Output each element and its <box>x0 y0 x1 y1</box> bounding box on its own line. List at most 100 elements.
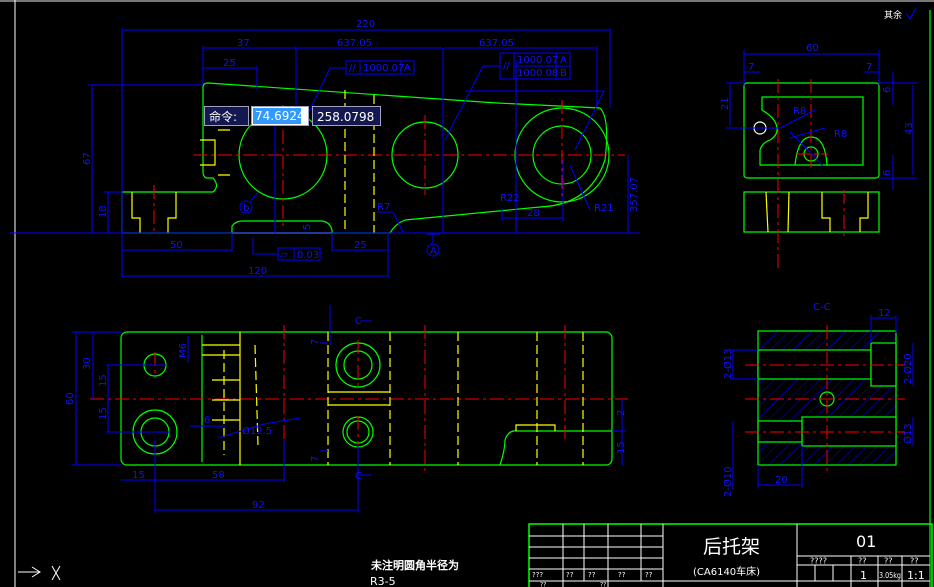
dimension-label: 30 <box>82 357 93 370</box>
dimension-label: ⏥ <box>280 250 288 261</box>
drawing-line <box>328 391 556 431</box>
quantity: 1 <box>860 569 867 582</box>
drawing-line <box>263 417 301 425</box>
datum-a-symbol: A <box>426 233 440 257</box>
dimension-label: 7 <box>310 339 321 345</box>
dimension-label: A <box>430 246 437 257</box>
dimension-label: // <box>349 63 356 74</box>
dimension-label: 1000.07 <box>517 55 558 66</box>
dimension-label: 5 <box>302 224 313 230</box>
drawing-line <box>789 131 824 167</box>
dimension-label: 357.07 <box>629 177 640 212</box>
dimension-20: 20 <box>757 446 803 488</box>
dimension-label: R8 <box>793 106 806 117</box>
drawing-line <box>304 67 331 121</box>
section-view-c-c[interactable]: C-C 12 2-Ø20 2-Ø13 Ø13 20 2-Ø10 <box>722 302 914 497</box>
drawing-line <box>131 192 177 233</box>
dimension-label: 637.05 <box>337 38 372 49</box>
dimension-label: ???? <box>810 557 827 566</box>
drawing-line <box>392 211 404 233</box>
dimension-label: b <box>243 203 249 214</box>
dimension-label: 20 <box>775 475 788 486</box>
dimension-67: 67 <box>82 84 203 233</box>
dimension-12: 12 <box>870 308 897 343</box>
dimension-label: ?? <box>566 571 574 579</box>
dimension-label: 1000.07 <box>363 63 404 74</box>
dimension-label: ??? <box>532 571 543 579</box>
dimension-label: 25 <box>223 58 236 69</box>
drawing-line <box>223 332 584 465</box>
dimension-label: 60 <box>806 43 819 54</box>
dimension-label: 637.05 <box>479 38 514 49</box>
dimension-label: 37 <box>237 38 250 49</box>
drawing-line <box>217 423 265 439</box>
drawing-line <box>569 164 591 211</box>
drawing-line <box>200 129 230 176</box>
drawing-line <box>743 191 880 233</box>
dimension-label: 58 <box>212 470 225 481</box>
front-view[interactable]: 220 37 637.05 637.05 25 // 1000.07 A // … <box>10 19 640 278</box>
dimension-label: ?? <box>600 582 606 587</box>
radius-r21: R21 <box>594 203 614 214</box>
dimension-label: 其余 <box>884 9 902 21</box>
dimension-label: 12 <box>878 308 891 319</box>
drawing-line <box>277 247 321 261</box>
scale: 1:1 <box>907 569 925 582</box>
balloon: b <box>239 191 259 214</box>
drawing-line <box>444 65 484 141</box>
bottom-slot <box>231 220 333 233</box>
dimension-25-top: 25 <box>203 58 258 90</box>
flatness-frame: ⏥ 0.03 <box>252 237 321 261</box>
dimension-label: 7 <box>310 456 321 462</box>
dimension-label: 60 <box>65 392 76 405</box>
dimension-label: // <box>503 61 510 72</box>
section-mark-bottom: C <box>355 471 362 482</box>
dimension-label: A <box>404 63 411 74</box>
dimension-label: ?? <box>588 571 596 579</box>
dimension-43: 43 <box>879 82 917 179</box>
roughness-note: 其余 <box>884 7 917 21</box>
tolerance-frame-1: // 1000.07 A <box>304 60 415 121</box>
dimension-label: 21 <box>720 97 731 110</box>
command-prompt-label: 命令: <box>204 106 249 126</box>
dimension-label: 67 <box>82 152 93 165</box>
dimension-120: 120 <box>121 233 389 278</box>
dimension-637-b: 637.05 <box>444 38 598 105</box>
dimension-label: 2-Ø20 <box>902 353 914 384</box>
dimension-label: 2 <box>616 410 627 416</box>
front-outline <box>121 82 608 234</box>
coordinate-y-input[interactable]: 258.0798 <box>312 106 381 126</box>
drawing-line <box>499 430 612 466</box>
coordinate-x-input[interactable]: 74.6924 <box>251 106 309 126</box>
dimension-220: 220 <box>121 19 611 233</box>
drawing-line <box>779 109 816 129</box>
dimension-label: 2-Ø10 <box>722 466 734 497</box>
dimension-label: ?? <box>540 582 546 587</box>
dimension-28: 28 <box>501 160 564 221</box>
dimension-label: Ø13 <box>902 423 914 444</box>
dimension-label: 15 <box>98 407 109 420</box>
section-title: C-C <box>813 302 831 313</box>
dimension-label: 92 <box>252 500 265 511</box>
dimension-label: 120 <box>248 266 267 277</box>
drawing-line <box>905 7 917 20</box>
dimension-label: 15 <box>98 374 109 387</box>
side-view[interactable]: 60 7 7 21 43 6 6 R8 R8 <box>720 43 917 270</box>
dimension-50: 50 <box>122 233 233 252</box>
dimension-label: 50 <box>170 240 183 251</box>
dimension-label: 15 <box>132 470 145 481</box>
dimension-label: B <box>560 68 567 79</box>
section-mark-top: C <box>355 316 362 327</box>
dimension-label: 6 <box>882 87 893 93</box>
dimension-label: 43 <box>904 122 915 135</box>
weight: 3.05kg <box>879 571 901 580</box>
dimension-30: 30 <box>82 332 94 399</box>
ucs-icon <box>18 565 61 581</box>
dimension-label: 1000.08 <box>517 68 558 79</box>
dimension-label: ?? <box>858 557 867 566</box>
dimension-60: 60 <box>743 43 880 85</box>
dimension-label: ?? <box>645 571 653 579</box>
dimension-label: 6 <box>204 415 210 426</box>
